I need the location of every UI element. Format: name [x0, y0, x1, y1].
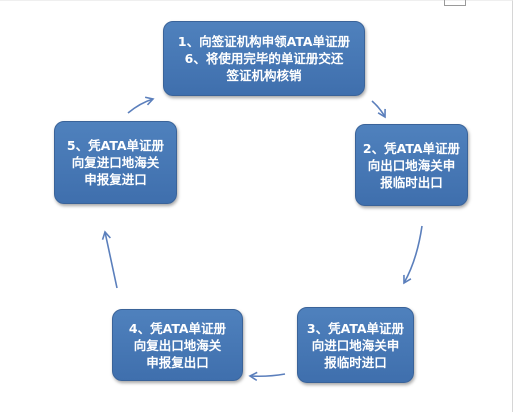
corner-mark	[444, 0, 466, 6]
step-5-line-1: 5、凭ATA单证册	[66, 138, 165, 153]
arrow-3-to-4	[248, 371, 286, 382]
step-3-line-1: 3、凭ATA单证册	[306, 320, 405, 336]
step-2-line-2: 向出口地海关申	[367, 157, 456, 173]
arrow-5-to-1	[127, 96, 155, 114]
step-3-line-2: 向进口地海关申	[311, 337, 400, 353]
step-4-line-3: 申报复出口	[146, 354, 209, 370]
step-1-line-3: 签证机构核销	[226, 68, 302, 83]
step-5-box: 5、凭ATA单证册 向复进口地海关 申报复进口	[54, 121, 177, 204]
step-2-line-3: 报临时出口	[380, 174, 443, 190]
step-4-box: 4、凭ATA单证册 向复出口地海关 申报复出口	[112, 309, 243, 381]
step-3-line-3: 报临时进口	[324, 354, 387, 370]
step-1-line-2: 6、将使用完毕的单证册交还	[184, 51, 344, 66]
arrow-2-to-3	[403, 225, 423, 285]
step-4-line-1: 4、凭ATA单证册	[128, 320, 227, 336]
arrow-4-to-5	[101, 230, 118, 289]
step-1-line-1: 1、向签证机构申领ATA单证册	[177, 34, 351, 49]
step-5-line-2: 向复进口地海关	[71, 155, 160, 170]
arrow-1-to-2	[371, 100, 386, 119]
step-3-box: 3、凭ATA单证册 向进口地海关申 报临时进口	[297, 307, 414, 383]
step-5-line-3: 申报复进口	[84, 172, 147, 187]
step-1-box: 1、向签证机构申领ATA单证册 6、将使用完毕的单证册交还 签证机构核销	[163, 21, 365, 96]
step-4-line-2: 向复出口地海关	[133, 337, 222, 353]
step-2-box: 2、凭ATA单证册 向出口地海关申 报临时出口	[355, 124, 468, 206]
step-2-line-1: 2、凭ATA单证册	[362, 140, 461, 156]
